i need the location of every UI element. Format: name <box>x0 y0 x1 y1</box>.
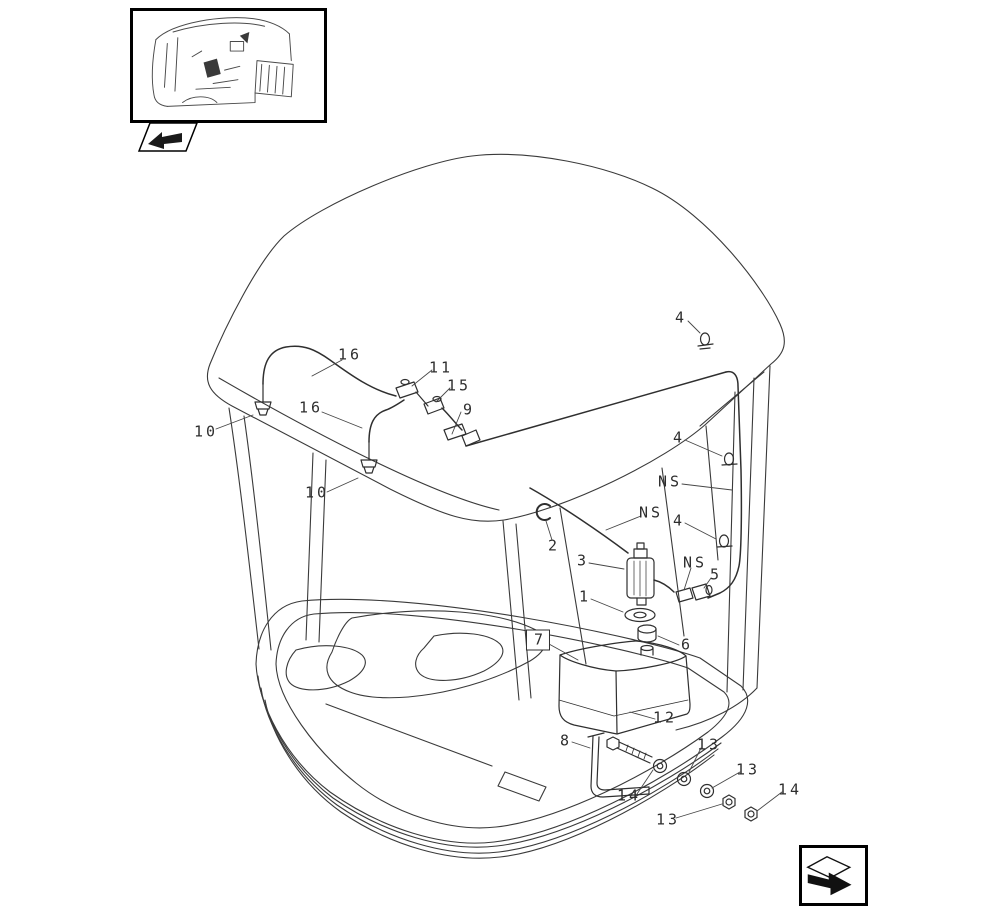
thumbnail-seat-shape <box>203 58 221 78</box>
page-back-arrow-icon[interactable] <box>136 120 200 154</box>
page-forward-arrow-icon[interactable] <box>799 845 868 906</box>
thumbnail-detail-shape <box>239 31 250 44</box>
cab-overview-thumbnail[interactable] <box>130 8 327 123</box>
cab-overview-drawing <box>151 17 294 107</box>
